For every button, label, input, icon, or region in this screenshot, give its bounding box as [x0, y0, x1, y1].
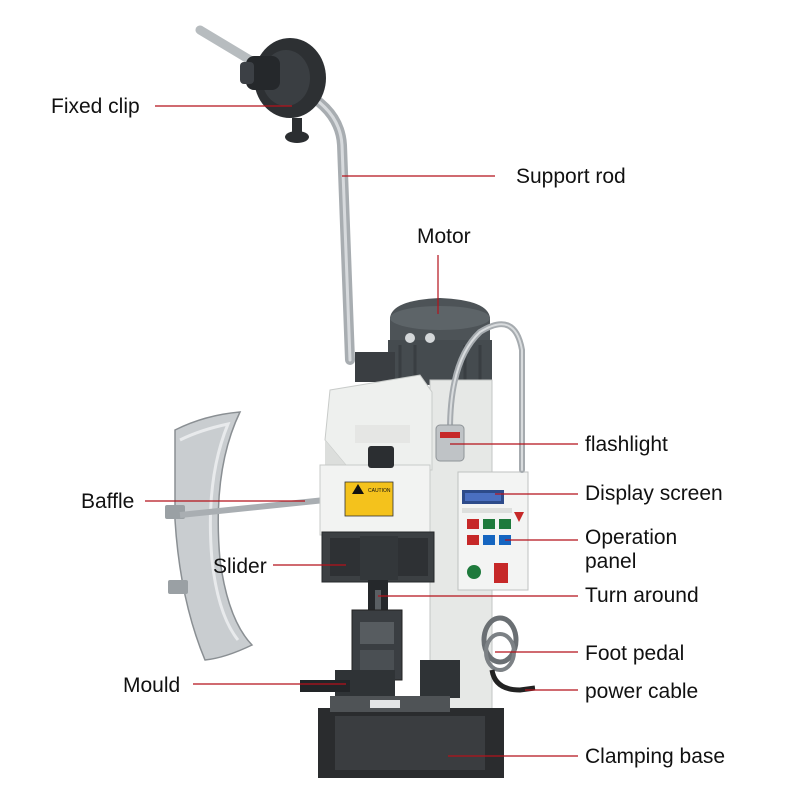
- slider-block: [321, 531, 435, 583]
- foot-pedal-cable: [420, 615, 536, 698]
- fixed-clip: [240, 38, 326, 143]
- label-support-rod: Support rod: [516, 165, 626, 188]
- caution-label: CAUTION: [344, 481, 394, 517]
- mould: [300, 609, 403, 698]
- control-box: [457, 471, 529, 591]
- flashlight: [435, 321, 525, 473]
- clamping-base: [318, 696, 504, 778]
- label-fixed-clip: Fixed clip: [51, 95, 140, 118]
- label-motor: Motor: [417, 225, 471, 248]
- ram-shaft: [368, 580, 388, 614]
- label-turn-around: Turn around: [585, 584, 699, 607]
- caution-text: CAUTION: [368, 488, 391, 494]
- baffle-plate: [165, 411, 254, 661]
- label-mould: Mould: [123, 674, 181, 697]
- label-baffle: Baffle: [81, 490, 135, 513]
- label-slider: Slider: [213, 555, 267, 578]
- label-clamping-base: Clamping base: [585, 745, 726, 768]
- label-power-cable: power cable: [585, 680, 699, 703]
- label-display-screen: Display screen: [585, 482, 723, 505]
- motor: [355, 298, 492, 385]
- baffle-rod: [179, 497, 326, 518]
- label-operation-panel: Operation panel: [585, 526, 678, 573]
- label-foot-pedal: Foot pedal: [585, 642, 685, 665]
- label-flashlight: flashlight: [585, 433, 668, 456]
